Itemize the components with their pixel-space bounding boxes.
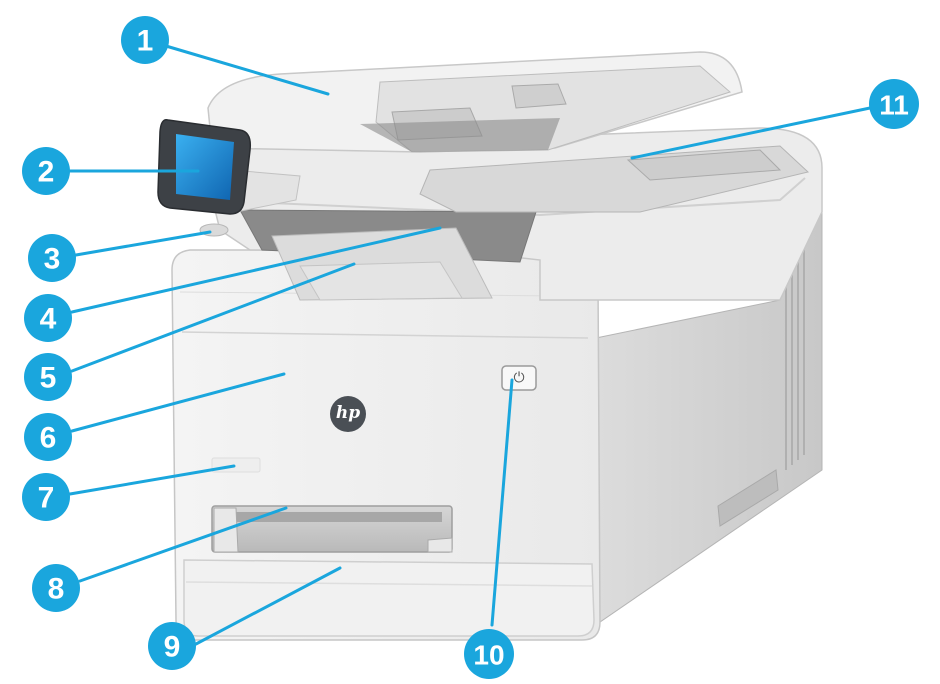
hp-logo <box>330 396 366 432</box>
leader-line-10 <box>490 378 514 627</box>
callout-10-label: 10 <box>473 640 504 671</box>
callout-9-label: 9 <box>164 631 181 664</box>
callout-11-label: 11 <box>879 90 909 121</box>
callout-9: 9 <box>148 622 196 670</box>
callout-7: 7 <box>22 473 70 521</box>
side-handle <box>717 469 779 527</box>
printer-illustration: hp ⏻ <box>157 51 823 641</box>
callout-10: 10 <box>464 629 514 679</box>
callout-5-label: 5 <box>40 362 57 395</box>
leader-line-4 <box>70 226 442 314</box>
callouts: 1 2 3 4 5 6 7 8 <box>22 16 919 679</box>
callout-2-label: 2 <box>38 156 55 189</box>
leader-line-9 <box>194 566 342 646</box>
power-icon: ⏻ <box>513 370 524 386</box>
callout-8: 8 <box>32 564 80 612</box>
hp-logo-text: hp <box>336 403 360 423</box>
callout-4: 4 <box>24 294 72 342</box>
callout-11: 11 <box>869 79 919 129</box>
callout-5: 5 <box>24 353 72 401</box>
main-input-tray <box>183 559 595 637</box>
touchscreen-display <box>176 134 234 200</box>
callout-6: 6 <box>24 413 72 461</box>
callout-1: 1 <box>121 16 169 64</box>
callout-2: 2 <box>22 147 70 195</box>
leader-line-5 <box>70 262 356 373</box>
callout-7-label: 7 <box>38 482 55 515</box>
callout-3: 3 <box>28 234 76 282</box>
callout-3-label: 3 <box>44 243 61 276</box>
callout-6-label: 6 <box>40 422 57 455</box>
leader-line-1 <box>164 44 330 96</box>
leader-line-8 <box>78 506 288 583</box>
callout-8-label: 8 <box>48 573 65 606</box>
callout-4-label: 4 <box>40 303 57 336</box>
front-door-seam <box>181 331 589 339</box>
paper-guide <box>511 83 567 109</box>
leader-line-11 <box>630 106 872 160</box>
leader-line-6 <box>70 372 286 433</box>
callout-1-label: 1 <box>137 25 154 58</box>
leader-lines <box>68 44 872 646</box>
leader-line-7 <box>68 464 236 496</box>
leader-line-3 <box>74 230 212 257</box>
paper-width-guide-right <box>427 537 453 553</box>
